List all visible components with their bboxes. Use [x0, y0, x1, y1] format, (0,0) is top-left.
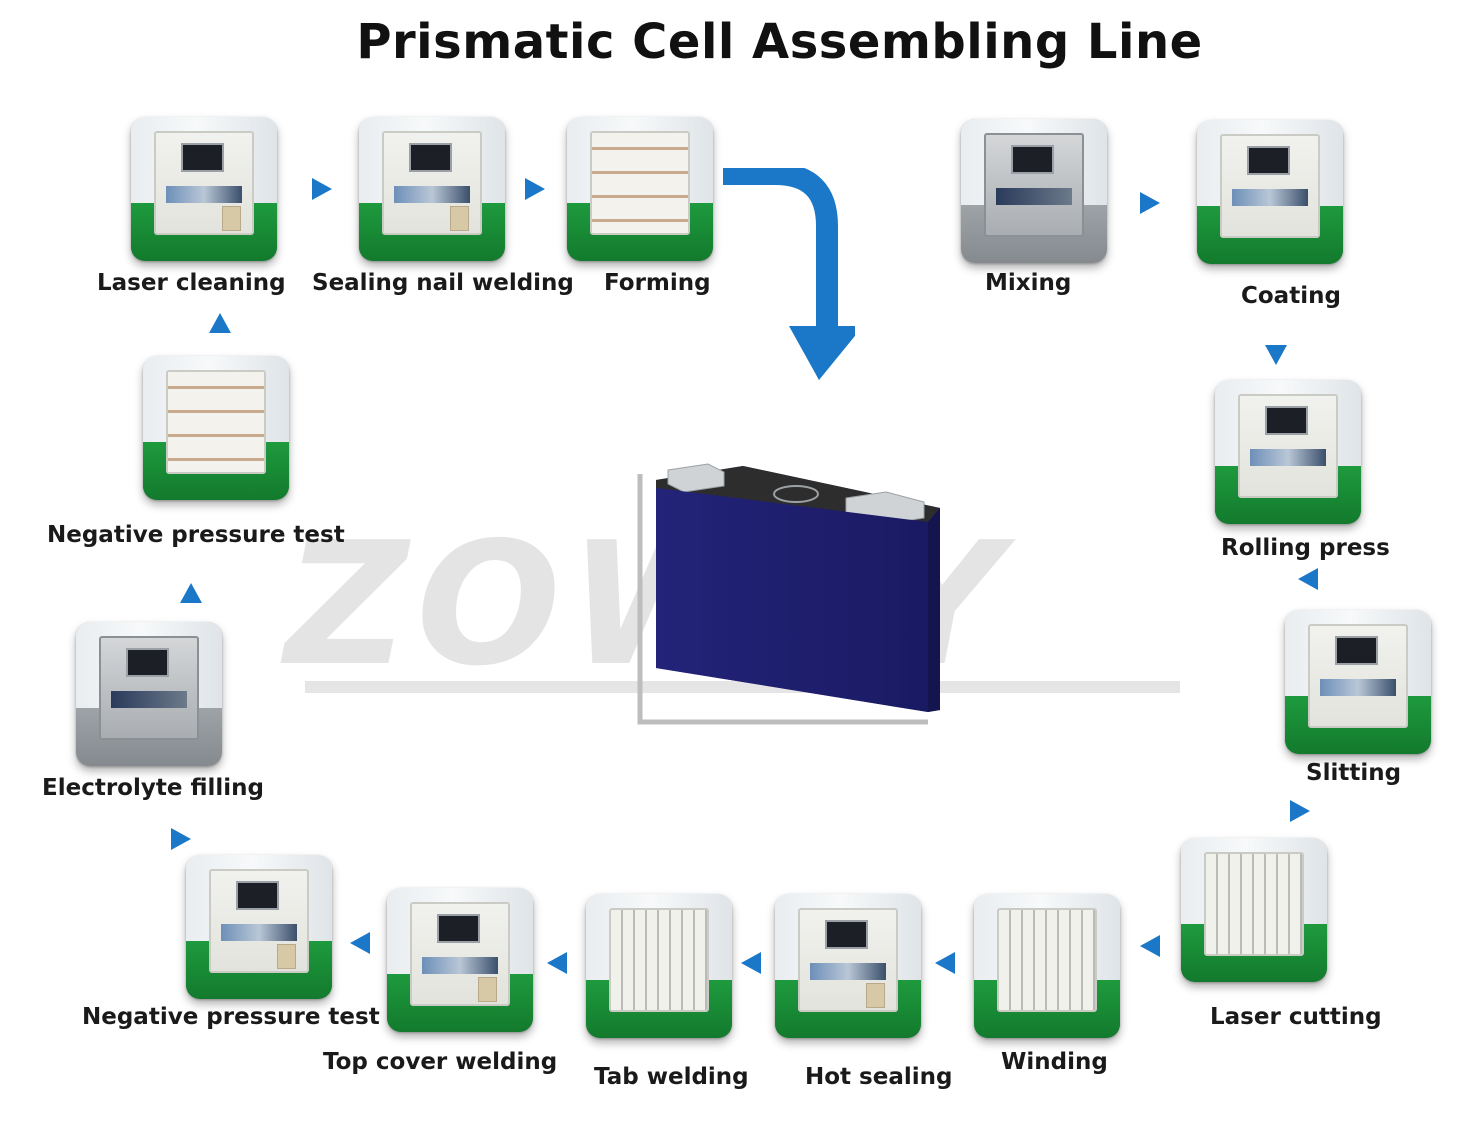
mixing-machine-image: [961, 119, 1107, 263]
big-down-arrow-icon: [723, 168, 855, 380]
step-label-coating: Coating: [1241, 283, 1341, 309]
left-arrow-icon: [1298, 568, 1318, 590]
rolling-press-machine-image: [1215, 380, 1361, 524]
step-label-hot-sealing: Hot sealing: [805, 1064, 953, 1090]
step-label-negative-pressure-test-left: Negative pressure test: [47, 522, 345, 548]
winding-machine-image: [974, 894, 1120, 1038]
tab-welding-machine-image: [586, 894, 732, 1038]
hot-sealing-machine-image: [775, 894, 921, 1038]
coating-machine-image: [1197, 120, 1343, 264]
step-label-tab-welding: Tab welding: [594, 1064, 749, 1090]
step-label-mixing: Mixing: [985, 270, 1072, 296]
prismatic-cell-image: [637, 463, 940, 725]
electrolyte-filling-machine-image: [76, 622, 222, 766]
negative-pressure-test-bottom-machine-image: [186, 855, 332, 999]
negative-pressure-test-left-machine-image: [143, 356, 289, 500]
page-title: Prismatic Cell Assembling Line: [356, 14, 1203, 70]
forming-machine-image: [567, 117, 713, 261]
left-arrow-icon: [741, 952, 761, 974]
left-arrow-icon: [547, 952, 567, 974]
step-label-rolling-press: Rolling press: [1221, 535, 1390, 561]
step-label-laser-cutting: Laser cutting: [1210, 1004, 1382, 1030]
right-arrow-icon: [171, 828, 191, 850]
right-arrow-icon: [1290, 800, 1310, 822]
laser-cleaning-machine-image: [131, 117, 277, 261]
slitting-machine-image: [1285, 610, 1431, 754]
step-label-sealing-nail-welding: Sealing nail welding: [312, 270, 574, 296]
left-arrow-icon: [1140, 935, 1160, 957]
right-arrow-icon: [1140, 192, 1160, 214]
step-label-slitting: Slitting: [1306, 760, 1402, 786]
watermark-underline: [305, 681, 1180, 693]
left-arrow-icon: [935, 952, 955, 974]
down-arrow-icon: [1265, 345, 1287, 365]
up-arrow-icon: [209, 313, 231, 333]
sealing-nail-welding-machine-image: [359, 117, 505, 261]
right-arrow-icon: [525, 178, 545, 200]
step-label-top-cover-welding: Top cover welding: [323, 1049, 558, 1075]
left-arrow-icon: [350, 932, 370, 954]
right-arrow-icon: [312, 178, 332, 200]
step-label-forming: Forming: [604, 270, 711, 296]
top-cover-welding-machine-image: [387, 888, 533, 1032]
step-label-electrolyte-filling: Electrolyte filling: [42, 775, 264, 801]
step-label-winding: Winding: [1001, 1049, 1108, 1075]
step-label-negative-pressure-test-bottom: Negative pressure test: [82, 1004, 380, 1030]
up-arrow-icon: [180, 583, 202, 603]
laser-cutting-machine-image: [1181, 838, 1327, 982]
step-label-laser-cleaning: Laser cleaning: [97, 270, 286, 296]
